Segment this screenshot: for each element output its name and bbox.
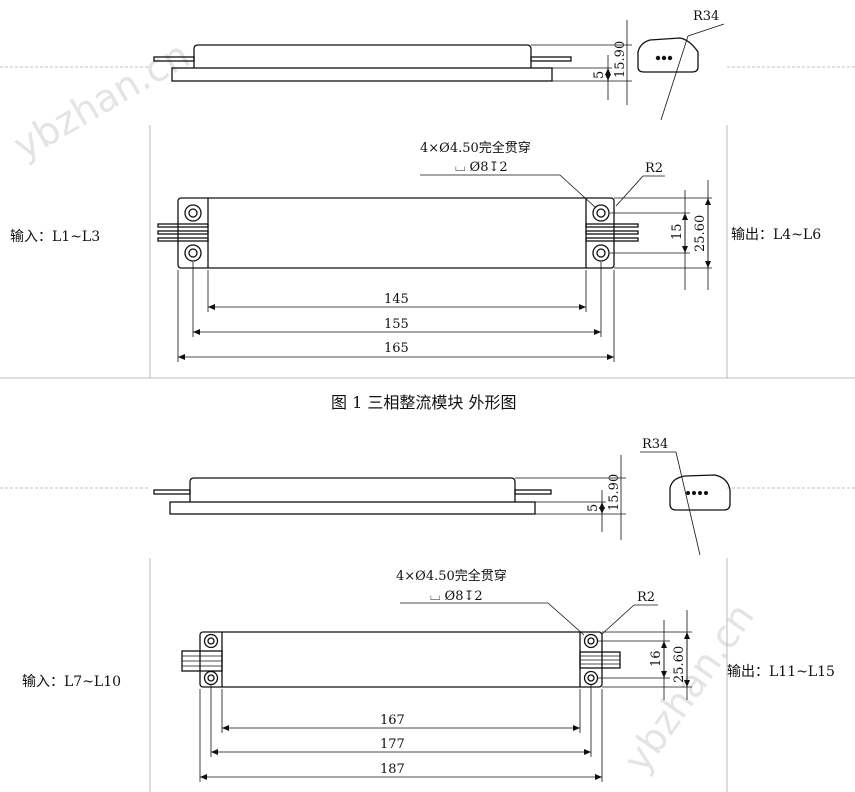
fig2-end-view	[640, 451, 731, 556]
fig2-radius-corner-label: R2	[637, 590, 655, 605]
fig1-len-165: 165	[384, 341, 409, 356]
fig1-input-label: 输入：L1~L3	[10, 229, 101, 245]
fig2-hole-note: 4×Ø4.50完全贯穿	[396, 568, 507, 584]
fig1-radius-end-label: R34	[693, 9, 719, 24]
fig2-height-base-label: 5	[586, 504, 601, 512]
fig2-len-167: 167	[380, 713, 405, 728]
fig2-output-label: 输出：L11~L15	[727, 664, 835, 680]
fig1-height-base-label: 5	[592, 71, 607, 79]
fig1-radius-corner-label: R2	[645, 161, 663, 176]
fig1-width-label: 25.60	[693, 215, 708, 252]
fig1-output-label: 输出：L4~L6	[731, 227, 822, 243]
fig2-radius-end-label: R34	[642, 437, 668, 452]
fig2-height-total-label: 15.90	[607, 474, 622, 511]
fig2-len-187: 187	[380, 762, 405, 777]
fig2-side-view	[153, 455, 626, 540]
fig1-caption: 图 1 三相整流模块 外形图	[331, 393, 517, 412]
fig1-hole-note: 4×Ø4.50完全贯穿	[420, 140, 531, 156]
fig1-len-145: 145	[384, 292, 409, 307]
fig1-side-view	[153, 20, 632, 105]
fig2-top-view	[181, 602, 692, 782]
fig2-width-label: 25.60	[672, 646, 687, 683]
fig1-top-view	[157, 174, 712, 362]
fig1-hole-spacing-label: 15	[670, 223, 685, 240]
fig1-height-total-label: 15.90	[613, 41, 628, 78]
fig1-counterbore-note: ⌴ Ø8↧2	[455, 160, 508, 175]
fig2-hole-spacing-label: 16	[649, 650, 664, 667]
fig2-counterbore-note: ⌴ Ø8↧2	[430, 589, 483, 604]
fig2-input-label: 输入：L7~L10	[22, 674, 122, 690]
fig1-len-155: 155	[384, 317, 409, 332]
section-borders	[0, 66, 855, 792]
fig2-len-177: 177	[380, 737, 405, 752]
fig1-end-view	[637, 23, 725, 121]
